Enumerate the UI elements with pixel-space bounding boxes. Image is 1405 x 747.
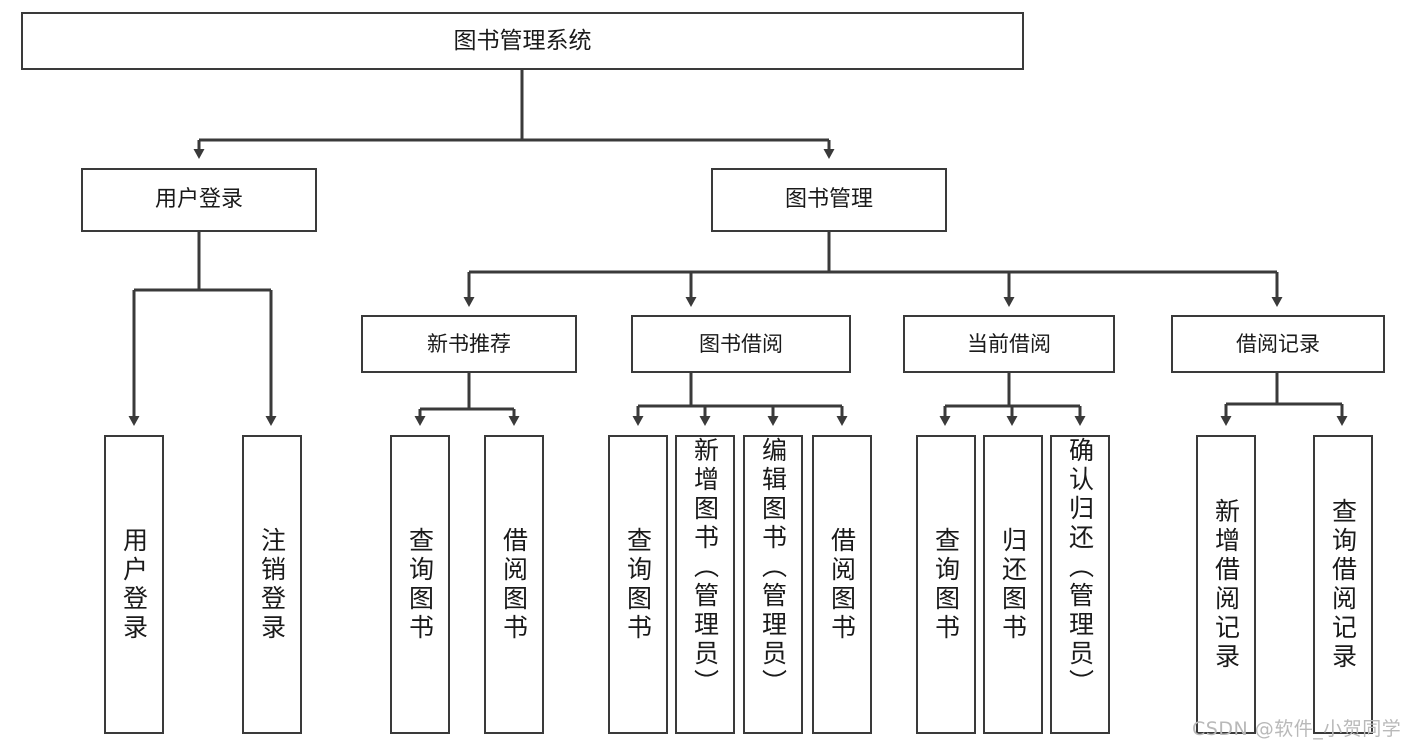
node-label: 注销登录 <box>257 526 287 643</box>
node-label: 借阅图书 <box>827 526 857 643</box>
node-leaf-query-borrow-record[interactable]: 查询借阅记录 <box>1313 435 1373 734</box>
node-leaf-edit-book-admin[interactable]: 编辑图书（管理员） <box>743 435 803 734</box>
node-label: 查询图书 <box>623 526 653 643</box>
node-label: 借阅图书 <box>499 526 529 643</box>
node-label: 用户登录 <box>154 187 243 212</box>
node-label: 查询图书 <box>405 526 435 643</box>
node-user-login[interactable]: 用户登录 <box>81 168 317 232</box>
node-label: 查询借阅记录 <box>1328 497 1358 672</box>
node-label: 用户登录 <box>119 526 149 643</box>
node-label: 新增图书（管理员） <box>690 437 720 698</box>
node-leaf-query-book-current[interactable]: 查询图书 <box>916 435 976 734</box>
node-label: 新增借阅记录 <box>1211 497 1241 672</box>
node-label: 当前借阅 <box>967 331 1051 356</box>
node-current-borrow[interactable]: 当前借阅 <box>903 315 1115 373</box>
node-leaf-return-book[interactable]: 归还图书 <box>983 435 1043 734</box>
node-leaf-add-book-admin[interactable]: 新增图书（管理员） <box>675 435 735 734</box>
watermark-text: CSDN @软件_小贺同学 <box>1192 718 1402 740</box>
node-label: 图书借阅 <box>699 331 783 356</box>
node-label: 归还图书 <box>998 526 1028 643</box>
node-leaf-user-login[interactable]: 用户登录 <box>104 435 164 734</box>
node-leaf-logout[interactable]: 注销登录 <box>242 435 302 734</box>
node-label: 编辑图书（管理员） <box>758 437 788 698</box>
node-new-book-recommend[interactable]: 新书推荐 <box>361 315 577 373</box>
node-leaf-query-book-borrow[interactable]: 查询图书 <box>608 435 668 734</box>
node-leaf-query-book-newbook[interactable]: 查询图书 <box>390 435 450 734</box>
node-book-borrow[interactable]: 图书借阅 <box>631 315 851 373</box>
node-label: 查询图书 <box>931 526 961 643</box>
node-label: 新书推荐 <box>427 331 511 356</box>
node-label: 借阅记录 <box>1236 331 1320 356</box>
node-leaf-confirm-return-admin[interactable]: 确认归还（管理员） <box>1050 435 1110 734</box>
node-book-management[interactable]: 图书管理 <box>711 168 947 232</box>
node-leaf-borrow-book-borrow[interactable]: 借阅图书 <box>812 435 872 734</box>
node-leaf-borrow-book-newbook[interactable]: 借阅图书 <box>484 435 544 734</box>
node-label: 图书管理 <box>784 187 873 212</box>
node-root-book-management-system[interactable]: 图书管理系统 <box>21 12 1024 70</box>
node-leaf-add-borrow-record[interactable]: 新增借阅记录 <box>1196 435 1256 734</box>
node-label: 图书管理系统 <box>453 27 592 54</box>
node-borrow-record[interactable]: 借阅记录 <box>1171 315 1385 373</box>
node-label: 确认归还（管理员） <box>1065 437 1095 698</box>
